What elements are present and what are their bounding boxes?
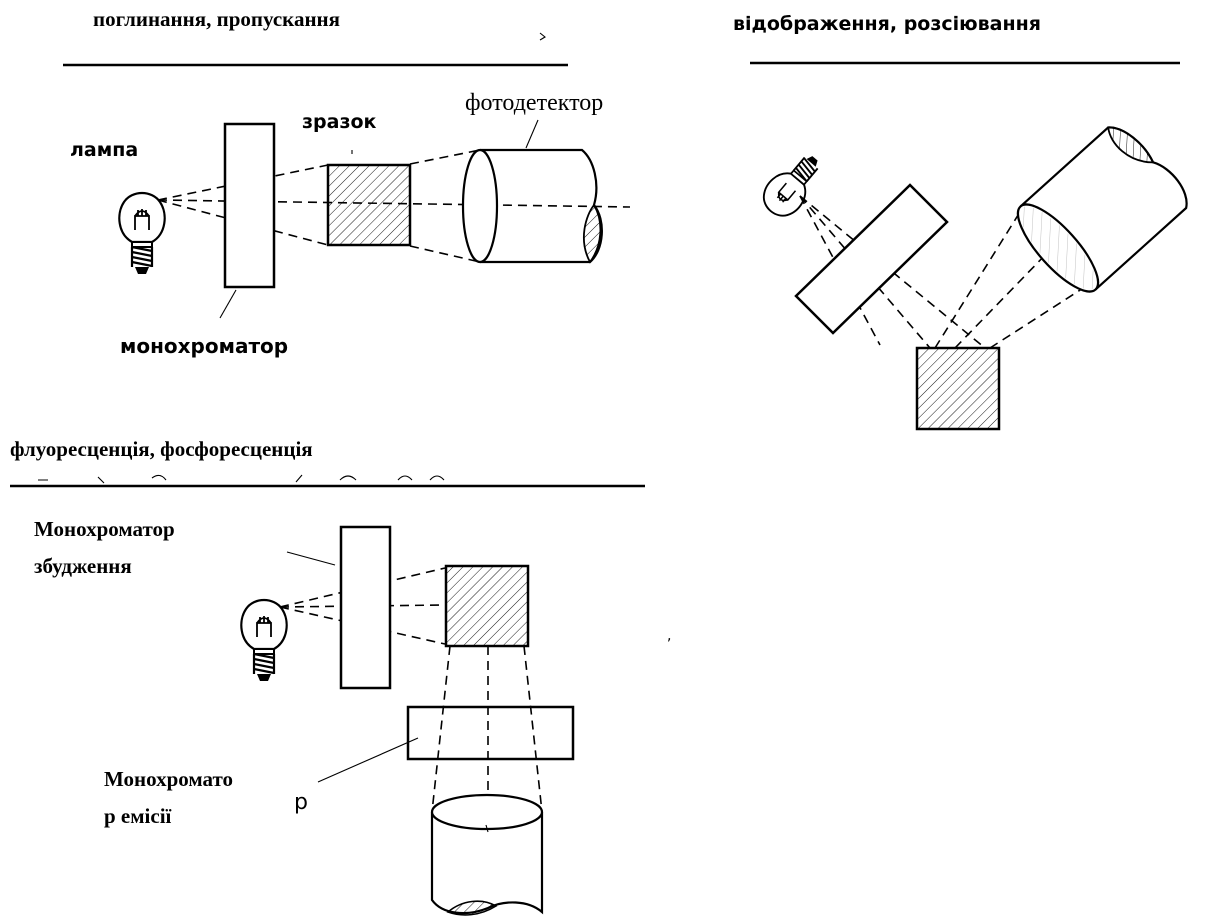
excitation-mono-leader <box>286 551 336 566</box>
scan-artifact <box>539 32 546 41</box>
ray-lower-out <box>409 245 481 263</box>
emission-monochromator-box <box>406 705 575 761</box>
reflection-monochromator-box <box>794 183 949 335</box>
emission-mono-leader <box>317 737 419 783</box>
reflection-panel: відображення, розсіювання <box>733 13 1188 431</box>
reflection-heading: відображення, розсіювання <box>733 13 1041 35</box>
scatter-ray-1 <box>934 211 1021 349</box>
tilted-light-bulb-icon <box>755 145 831 225</box>
lamp-label: лампа <box>70 139 138 161</box>
absorption-panel: поглинання, пропускання лампа зразок фот… <box>63 7 631 358</box>
excitation-ray-upper <box>279 567 446 608</box>
ray-upper-out <box>409 149 481 165</box>
photodetector-cylinder-icon <box>461 119 603 264</box>
emission-mono-label-line2: р емісії <box>104 804 172 828</box>
stray-label: р <box>294 790 308 815</box>
reflection-photodetector-icon <box>1016 126 1188 293</box>
sample-cuvette <box>326 163 412 247</box>
absorption-heading: поглинання, пропускання <box>93 7 340 31</box>
fluorescence-panel: флуоресценція, фосфоресценція Монохромат… <box>10 437 671 916</box>
monochromator-box <box>223 122 276 289</box>
light-bulb-icon <box>118 191 166 276</box>
sample-label: зразок <box>302 111 377 133</box>
fluorescence-light-bulb-icon <box>240 598 288 683</box>
reflect-ray-3 <box>799 195 881 346</box>
emission-mono-label-line1: Монохромато <box>104 767 233 791</box>
scatter-ray-3 <box>954 249 1051 349</box>
fluorescence-photodetector-icon <box>430 793 544 916</box>
excitation-monochromator-box <box>339 525 392 690</box>
monochromator-leader <box>219 289 237 319</box>
excitation-ray-lower <box>279 606 446 645</box>
excitation-mono-label-line1: Монохроматор <box>34 517 175 541</box>
monochromator-label: монохроматор <box>120 334 288 358</box>
reflect-ray-2 <box>799 195 986 349</box>
excitation-mono-label-line2: збудження <box>34 554 132 578</box>
reflection-sample-cuvette <box>915 346 1001 431</box>
fluorescence-sample-cuvette <box>444 564 530 648</box>
scan-artifacts <box>38 474 445 484</box>
emission-ray-left <box>431 645 451 813</box>
emission-ray-right <box>523 645 543 813</box>
detector-label: фотодетектор <box>465 90 603 116</box>
scan-dot: , <box>667 628 671 644</box>
reflect-ray-1 <box>799 195 931 349</box>
fluorescence-heading: флуоресценція, фосфоресценція <box>10 437 313 461</box>
scatter-ray-2 <box>989 284 1089 349</box>
